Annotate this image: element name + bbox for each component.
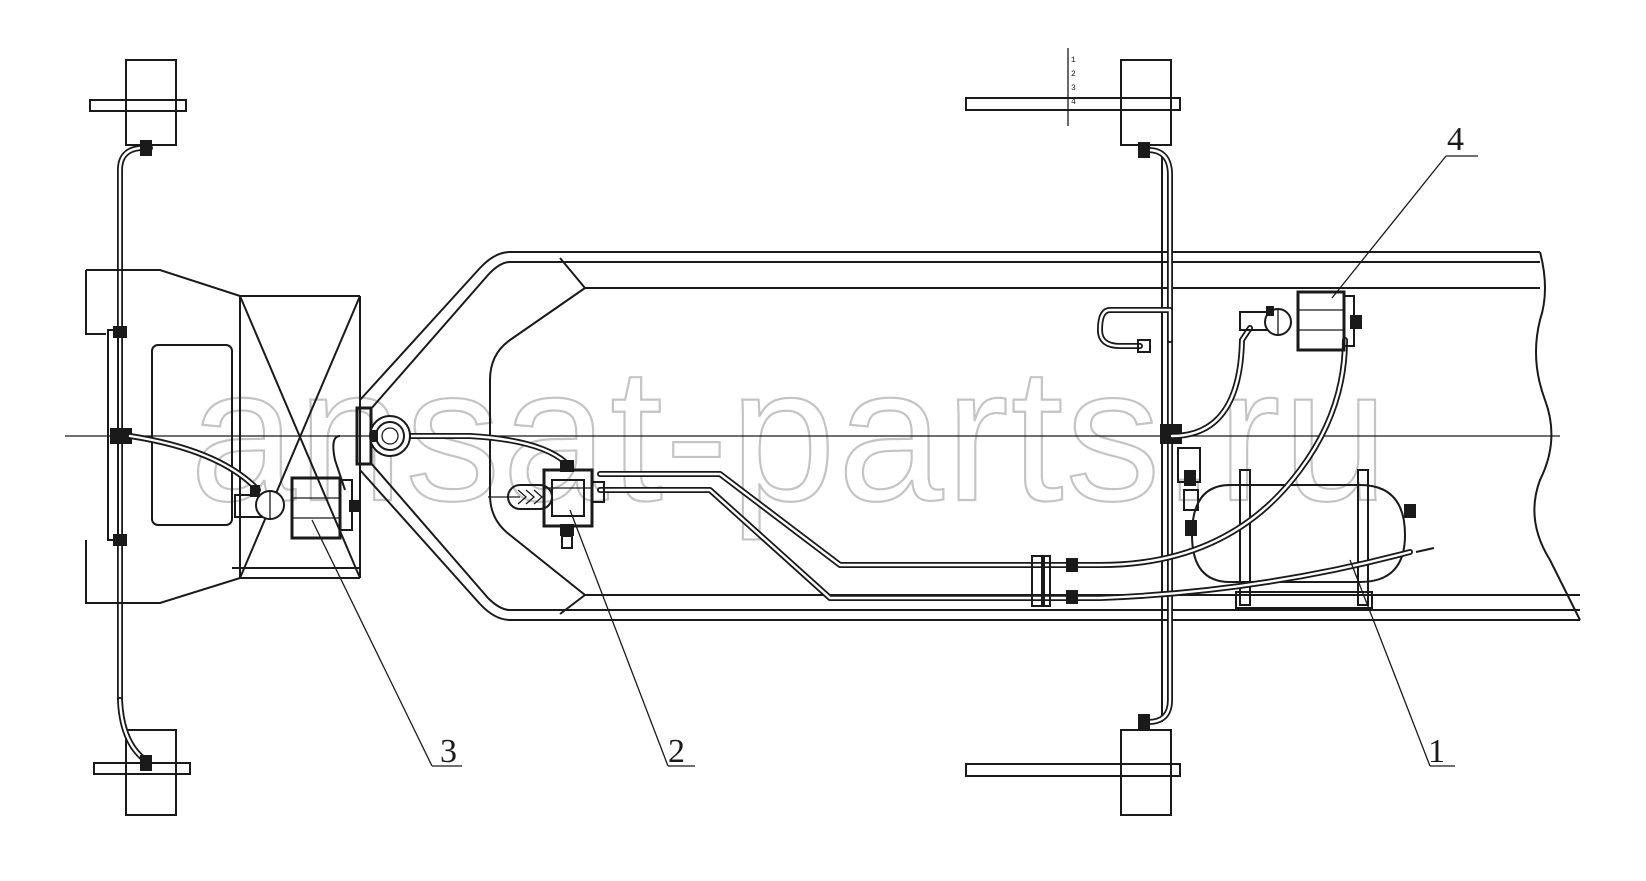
wheel-front-right <box>125 729 177 816</box>
scale-mark-2: 2 <box>1071 70 1076 79</box>
rotary-fitting <box>332 406 411 491</box>
vehicle-frame <box>359 251 1581 621</box>
front-axle-beam <box>107 329 119 541</box>
callout-3: 3 <box>440 733 457 770</box>
scale-mark-4: 4 <box>1071 98 1076 107</box>
axle-stub-rear-left <box>965 97 1181 111</box>
cab-outline <box>85 269 361 604</box>
axle-stub-rear-right <box>965 763 1181 777</box>
wheel-rear-left <box>1120 59 1172 146</box>
axle-stub-front-left <box>89 99 187 112</box>
front-axle-assembly <box>89 59 191 816</box>
callout-2: 2 <box>668 733 685 770</box>
wheel-front-left <box>125 59 177 146</box>
brake-chamber-rear <box>1239 290 1362 352</box>
callout-1: 1 <box>1428 733 1445 770</box>
brake-valve <box>488 460 605 549</box>
scale-mark-3: 3 <box>1071 84 1076 93</box>
brake-pipelines <box>127 307 1413 607</box>
brake-chamber-front <box>234 476 359 540</box>
air-tank <box>1190 469 1435 609</box>
wheel-rear-right <box>1120 729 1172 816</box>
callout-labels: 1 2 3 4 <box>311 121 1478 770</box>
callout-4: 4 <box>1447 121 1464 158</box>
scale-mark-1: 1 <box>1071 56 1076 65</box>
